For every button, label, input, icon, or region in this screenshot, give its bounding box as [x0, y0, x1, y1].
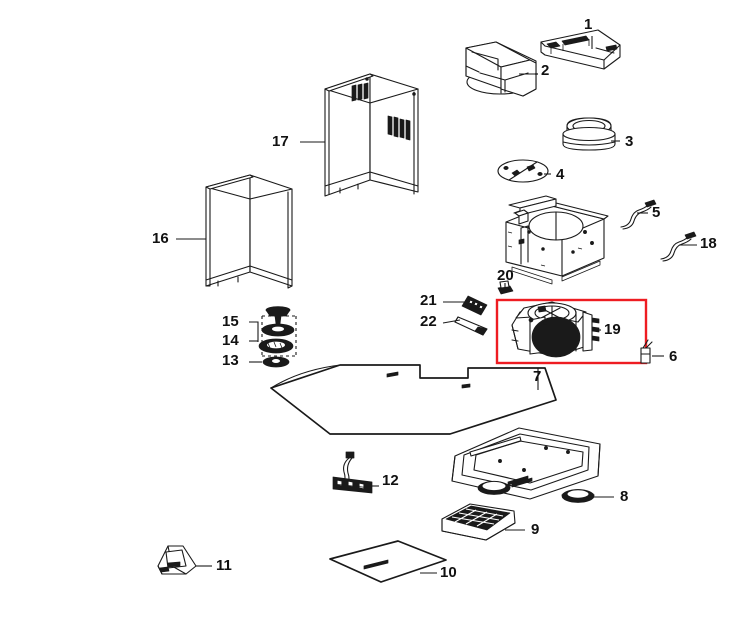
part-blower-housing-box	[505, 195, 609, 285]
part-filter-support-frame	[451, 427, 601, 500]
callout-label-4[interactable]: 4	[556, 166, 565, 183]
callout-label-1[interactable]: 1	[584, 16, 593, 33]
part-13-hex-nut	[262, 356, 290, 368]
part-16-lower-chimney-flue	[205, 174, 293, 289]
part-9-mesh-grease-filter	[441, 503, 516, 541]
callout-label-16[interactable]: 16	[152, 230, 169, 247]
part-6-retaining-clip	[640, 339, 653, 364]
callout-label-11[interactable]: 11	[216, 557, 232, 574]
part-8-duct-ring-grommet	[561, 489, 595, 503]
part-7-hood-canopy-top-panel	[270, 364, 557, 435]
callout-label-8[interactable]: 8	[620, 488, 629, 505]
callout-label-17[interactable]: 17	[272, 133, 289, 150]
callout-label-10[interactable]: 10	[440, 564, 457, 581]
part-2-duct-transition-elbow	[465, 41, 537, 97]
callout-label-21[interactable]: 21	[420, 292, 437, 309]
part-4-damper-flap	[497, 159, 549, 183]
part-11-corner-support-bracket	[157, 545, 197, 575]
part-duct-ring-inner	[477, 480, 511, 495]
callout-label-3[interactable]: 3	[625, 133, 634, 150]
part-12-control-switch-harness	[332, 451, 373, 494]
callout-label-6[interactable]: 6	[669, 348, 678, 365]
callout-label-15[interactable]: 15	[222, 313, 239, 330]
leader-22	[442, 319, 461, 324]
callout-label-13[interactable]: 13	[222, 352, 239, 369]
part-19-blower-motor-assembly	[511, 301, 600, 358]
callout-label-2[interactable]: 2	[541, 62, 550, 79]
leader-15	[249, 321, 259, 342]
callout-label-14[interactable]: 14	[222, 332, 239, 349]
part-21-terminal-block-pcb	[461, 295, 488, 316]
part-10-flat-glass-panel	[329, 540, 447, 583]
part-17-upper-chimney-flue	[324, 73, 419, 197]
selected-part-highlight-box	[495, 298, 648, 365]
part-3-round-duct-collar	[562, 117, 616, 151]
part-14-lock-washer	[258, 338, 294, 354]
part-1-mounting-bracket-rail	[540, 29, 621, 70]
callout-label-22[interactable]: 22	[420, 313, 437, 330]
part-15-shoulder-screw	[265, 306, 291, 325]
part-14-flat-washer	[261, 323, 295, 337]
callout-label-5[interactable]: 5	[652, 204, 661, 221]
callout-label-18[interactable]: 18	[700, 235, 717, 252]
callout-label-19[interactable]: 19	[604, 321, 621, 338]
part-18-wire-lead-long	[660, 231, 697, 262]
callout-label-20[interactable]: 20	[497, 267, 514, 284]
part-5-wire-lead-short	[620, 199, 657, 230]
callout-label-7[interactable]: 7	[533, 368, 542, 385]
callout-label-9[interactable]: 9	[531, 521, 540, 538]
callout-label-12[interactable]: 12	[382, 472, 399, 489]
